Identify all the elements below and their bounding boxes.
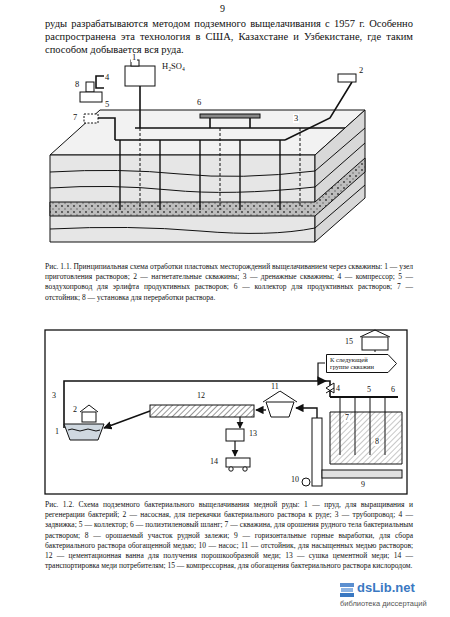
callout-number: 9 [360,481,366,489]
node-text: К следующей группе скважин [330,356,386,371]
air-line [375,350,376,354]
callout-number: 3 [293,114,299,123]
compressor-symbol [96,76,104,88]
stratum-line [50,185,365,233]
branch-pipe [318,363,325,381]
watermark-logo [340,583,354,587]
settling-tank [84,114,98,123]
surface-pipes [135,127,345,129]
watermark-logo [341,588,353,592]
stratum-line [50,128,365,176]
settling-tank [266,402,294,417]
callout-number: 2 [72,406,78,414]
dryer [226,429,244,441]
ore-body [330,412,402,464]
page-number: 9 [220,3,225,14]
callout-number: 13 [248,430,258,438]
injection-wells [279,140,280,210]
settling-roof [263,391,297,402]
callout-number: 5 [366,386,372,394]
callout-number: 7 [344,414,350,422]
chemical-formula: H₂SO₄ [161,62,186,71]
arrow-box: К следующей группе скважин [326,354,397,373]
callout-number: 2 [358,66,364,75]
compressor-house [362,337,388,350]
compressor-box [86,82,94,92]
horizontal-drift [322,470,402,478]
arrow-box-shape [327,355,397,373]
callout-number: 5 [104,100,110,109]
injection-wells [239,140,240,210]
callout-number: 3 [51,392,57,400]
pond [64,424,104,440]
truck-body [226,458,250,467]
callout-number: 1 [54,428,60,436]
callout-number: 4 [335,385,341,393]
callout-number: 6 [390,386,396,394]
figure-frame [45,330,407,494]
ore-layer [50,158,365,216]
surface-pipes [285,82,352,140]
callout-number: 15 [344,338,354,346]
solution-preparation-unit [125,66,155,86]
to-dryer [239,417,240,428]
callout-number: 6 [196,98,202,107]
return-pipe [104,411,150,428]
figure-1-2 [45,330,407,494]
pump [302,478,310,486]
stratum-line [50,143,365,192]
watermark-logo [340,593,354,597]
callout-number: 8 [74,80,80,89]
injection-wells [199,140,200,210]
pipeline [64,381,326,428]
collector [200,114,260,118]
pump-house [82,412,96,422]
surface-pipes [98,82,352,140]
callout-number: 7 [72,113,78,122]
truck-wheel [229,467,233,471]
callout-number: 10 [290,476,300,484]
injection-wells [119,140,120,210]
injection-wells [120,140,280,210]
shaft [312,418,322,486]
callout-number: 4 [104,73,110,82]
body-text: руды разрабатываются методом подземного … [45,17,413,56]
watermark: dsLib.net [357,580,415,595]
block-front-face [50,155,315,242]
surface-pipes [115,139,285,141]
compressor-roof [360,330,390,337]
watermark: библиотека диссертаций [340,599,427,608]
watermark-logo [340,583,354,597]
callout-number: 1 [131,53,137,62]
figure-caption: Рис. 1.1. Принципиальная схема отработки… [45,262,413,303]
to-transport [234,441,235,456]
flow-pipe [256,409,266,410]
figure-caption: Рис. 1.2. Схема подземного бактериальног… [45,500,413,571]
truck-wheel [243,467,247,471]
cementation-bath [150,405,254,417]
callout-number: 8 [374,438,380,446]
processing-plant [80,92,102,102]
surface-pipes [139,86,141,128]
figure-1-1 [50,60,365,242]
callout-number: 11 [270,383,280,391]
drainage-wells [300,128,301,208]
ground-surface [50,110,365,155]
pump-house-roof [80,405,98,412]
callout-number: 12 [196,392,206,400]
valve [326,383,334,393]
surface-pipes [98,118,115,140]
injection-wells [159,140,160,210]
injection-header [338,74,356,82]
water-ripple [68,429,100,431]
callout-number: 14 [209,458,219,466]
rising-pipe [296,408,317,418]
